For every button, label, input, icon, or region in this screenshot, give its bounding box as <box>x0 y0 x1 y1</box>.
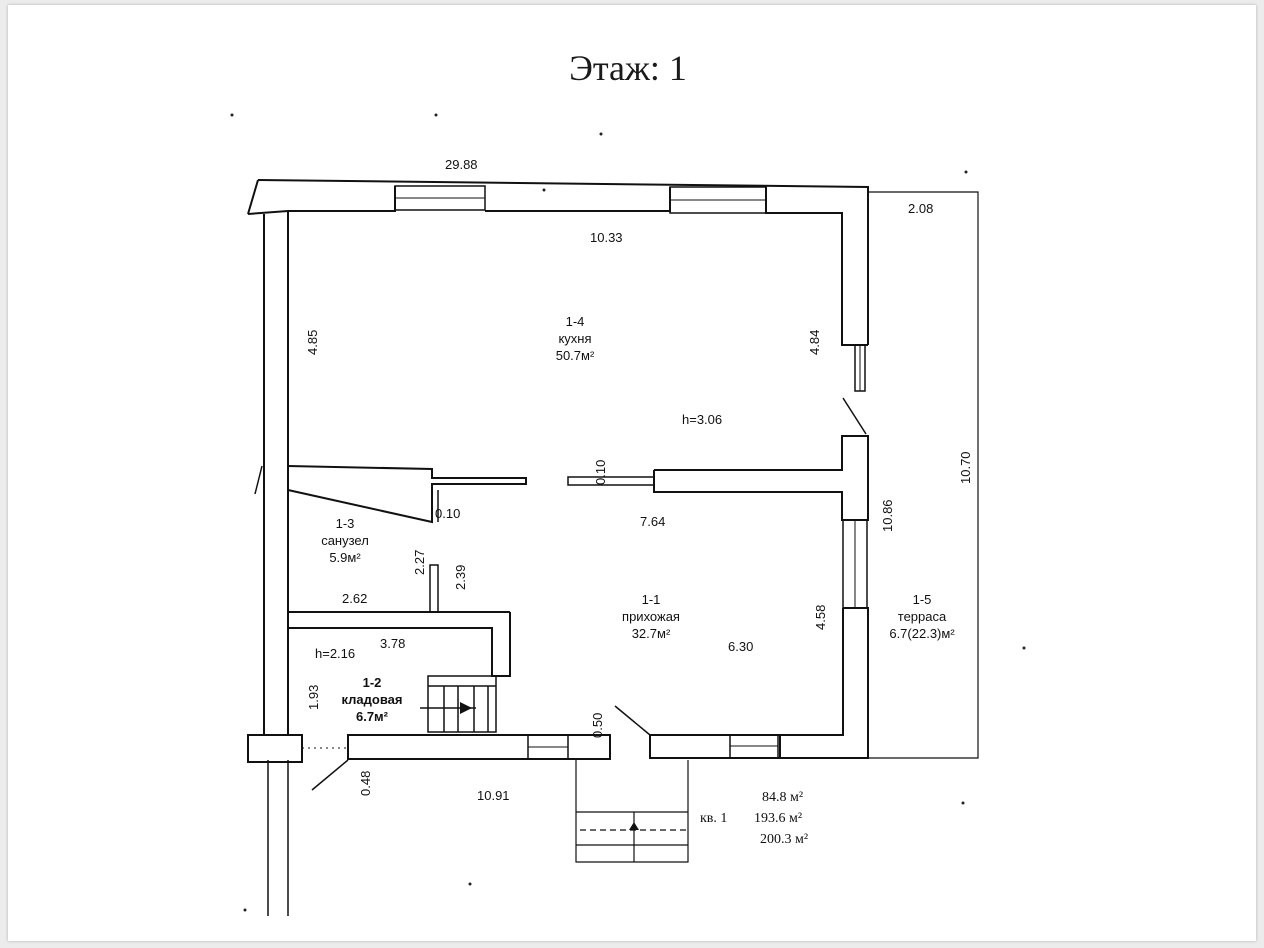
dim-left-kitchen: 4.85 <box>305 329 320 355</box>
dim-top-total: 29.88 <box>445 157 478 172</box>
room-name: терраса <box>897 609 947 624</box>
south-wall-right <box>649 734 781 759</box>
room-area: 50.7м² <box>555 348 595 363</box>
dim-bath-height-b: 2.39 <box>453 564 468 590</box>
south-wall-left <box>347 734 611 760</box>
room-id: 1-3 <box>335 516 355 531</box>
room-kitchen: 1-4 кухня 50.7м² <box>556 313 595 364</box>
summary-area-1: 84.8 м² <box>762 790 804 805</box>
summary-area-3: 200.3 м² <box>760 832 809 847</box>
dim-kitchen-width: 10.33 <box>590 230 623 245</box>
dim-partition-center: 0.10 <box>593 459 608 485</box>
room-area: 32.7м² <box>631 626 671 641</box>
north-wall-inner <box>288 186 396 212</box>
room-name: кладовая <box>341 692 403 707</box>
dim-bath-width: 2.62 <box>342 591 368 606</box>
plan-sheet: Этаж: 1 <box>8 5 1256 941</box>
partition-east <box>653 435 869 521</box>
room-id: 1-2 <box>362 675 382 690</box>
room-terrace: 1-5 терраса 6.7(22.3)м² <box>889 591 954 642</box>
porch-steps <box>575 760 689 863</box>
room-name: санузел <box>321 533 369 548</box>
north-wall <box>257 179 869 345</box>
room-name: кухня <box>558 331 592 346</box>
terrace-outline <box>868 191 979 759</box>
dim-hallway-right: 4.58 <box>813 604 828 630</box>
dim-bottom-total: 10.91 <box>477 788 510 803</box>
ceiling-height-main: h=3.06 <box>682 412 723 427</box>
dim-right-kitchen: 4.84 <box>807 329 822 355</box>
room-area: 6.7(22.3)м² <box>889 626 955 641</box>
page-title: Этаж: 1 <box>569 48 687 88</box>
floor-plan-drawing <box>230 113 1026 916</box>
dim-storage-width: 3.78 <box>380 636 406 651</box>
dim-terrace-top: 2.08 <box>908 201 934 216</box>
dim-hallway-depth: 6.30 <box>728 639 754 654</box>
dim-storage-height: 1.93 <box>306 684 321 710</box>
dim-terrace-height: 10.70 <box>958 451 973 484</box>
dim-partition-short: 0.10 <box>435 506 461 521</box>
room-id: 1-5 <box>912 592 932 607</box>
ceiling-height-storage: h=2.16 <box>315 646 356 661</box>
room-name: прихожая <box>622 609 680 624</box>
room-area: 5.9м² <box>329 550 361 565</box>
dim-door-gap: 0.50 <box>590 712 605 738</box>
room-bathroom: 1-3 санузел 5.9м² <box>321 515 369 566</box>
partition-north <box>287 465 527 524</box>
room-area: 6.7м² <box>355 709 389 724</box>
summary-area-2: 193.6 м² <box>754 811 803 826</box>
summary-apartment-label: кв. 1 <box>700 811 728 826</box>
stairs-icon <box>420 675 497 733</box>
dim-bath-height-a: 2.27 <box>412 549 427 575</box>
room-id: 1-1 <box>641 592 661 607</box>
dim-hallway-width: 7.64 <box>640 514 666 529</box>
room-hallway: 1-1 прихожая 32.7м² <box>622 591 680 642</box>
room-id: 1-4 <box>565 314 585 329</box>
partition-center <box>567 476 655 486</box>
room-storage: 1-2 кладовая 6.7м² <box>342 674 403 725</box>
dim-east-wall: 10.86 <box>880 499 895 532</box>
dim-south-wall: 0.48 <box>358 770 373 796</box>
